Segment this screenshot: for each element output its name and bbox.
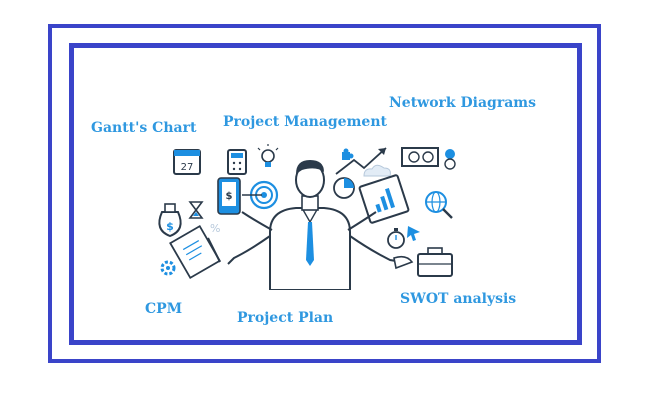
cursor-icon bbox=[407, 226, 420, 241]
cloud-icon bbox=[363, 164, 391, 177]
project-manager-illustration: 27 $ bbox=[158, 144, 456, 290]
label-cpm: CPM bbox=[145, 301, 183, 317]
hourglass-icon bbox=[188, 201, 204, 219]
puzzle-icon bbox=[342, 148, 354, 160]
gear-icon bbox=[160, 260, 176, 276]
document-pen-icon bbox=[169, 224, 221, 280]
svg-text:$: $ bbox=[226, 191, 233, 202]
inner-frame-border bbox=[69, 43, 582, 345]
lightbulb-icon bbox=[257, 144, 279, 167]
clipboard-chart-icon bbox=[358, 174, 410, 224]
percent-icon: % bbox=[210, 222, 220, 235]
calendar-day-text: 27 bbox=[181, 162, 194, 173]
money-bills-icon bbox=[401, 147, 456, 170]
target-icon bbox=[242, 180, 279, 210]
calculator-icon bbox=[227, 149, 247, 175]
outer-frame-border bbox=[48, 24, 601, 363]
pie-chart-icon bbox=[333, 177, 355, 199]
label-gantts-chart: Gantt's Chart bbox=[91, 120, 197, 136]
stopwatch-icon bbox=[387, 228, 405, 249]
label-network-diagrams: Network Diagrams bbox=[389, 95, 536, 111]
globe-search-icon bbox=[425, 191, 453, 219]
trend-arrow-icon bbox=[335, 147, 387, 175]
phone-icon: $ bbox=[217, 177, 241, 215]
calendar-icon: 27 bbox=[173, 149, 201, 175]
label-project-management: Project Management bbox=[223, 114, 387, 130]
label-swot-analysis: SWOT analysis bbox=[400, 291, 517, 307]
svg-text:$: $ bbox=[166, 220, 174, 233]
label-project-plan: Project Plan bbox=[237, 310, 334, 326]
business-person-figure bbox=[227, 160, 414, 290]
briefcase-icon bbox=[417, 247, 453, 277]
money-bag-icon: $ bbox=[158, 203, 182, 238]
